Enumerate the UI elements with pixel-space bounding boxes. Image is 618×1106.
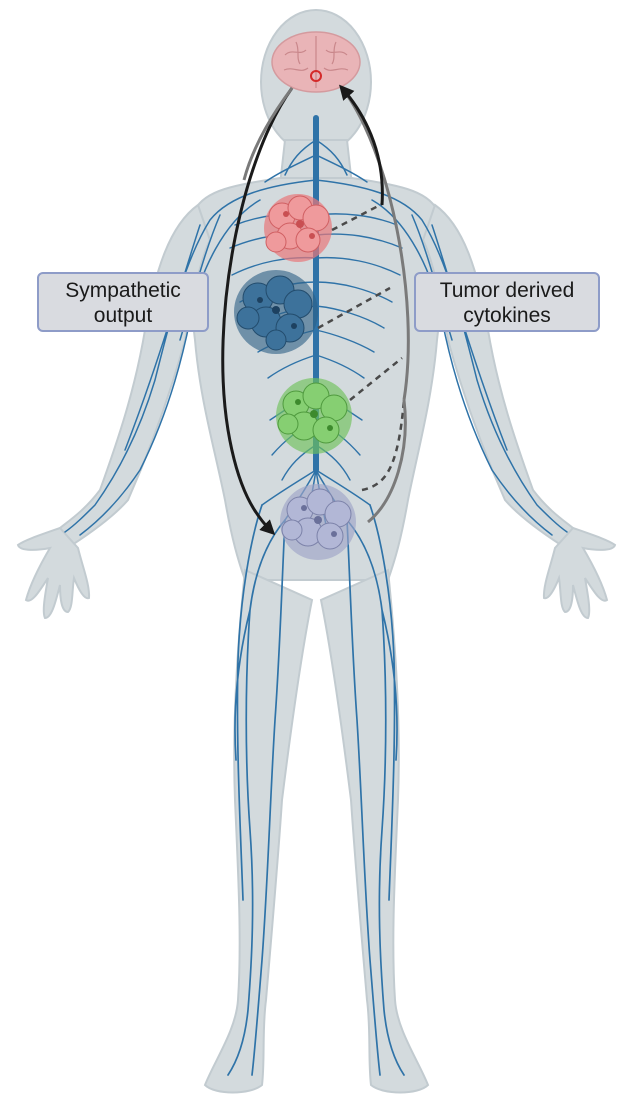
right-arm bbox=[423, 205, 573, 545]
nervous-system bbox=[65, 118, 567, 1075]
tumor-lung bbox=[264, 194, 332, 262]
left-arm bbox=[60, 205, 210, 545]
sympathetic-output-label: Sympathetic output bbox=[37, 272, 209, 332]
tumor-derived-cytokines-line1: Tumor derived bbox=[422, 278, 592, 303]
brain bbox=[272, 32, 360, 92]
tumor-liver bbox=[234, 270, 318, 354]
left-leg bbox=[205, 570, 312, 1093]
tumor-intestine bbox=[276, 378, 352, 454]
tumor-pelvic bbox=[280, 484, 356, 560]
sympathetic-output-line1: Sympathetic bbox=[45, 278, 201, 303]
tumor-derived-cytokines-label: Tumor derived cytokines bbox=[414, 272, 600, 332]
sympathetic-output-line2: output bbox=[45, 303, 201, 328]
tumor-derived-cytokines-line2: cytokines bbox=[422, 303, 592, 328]
